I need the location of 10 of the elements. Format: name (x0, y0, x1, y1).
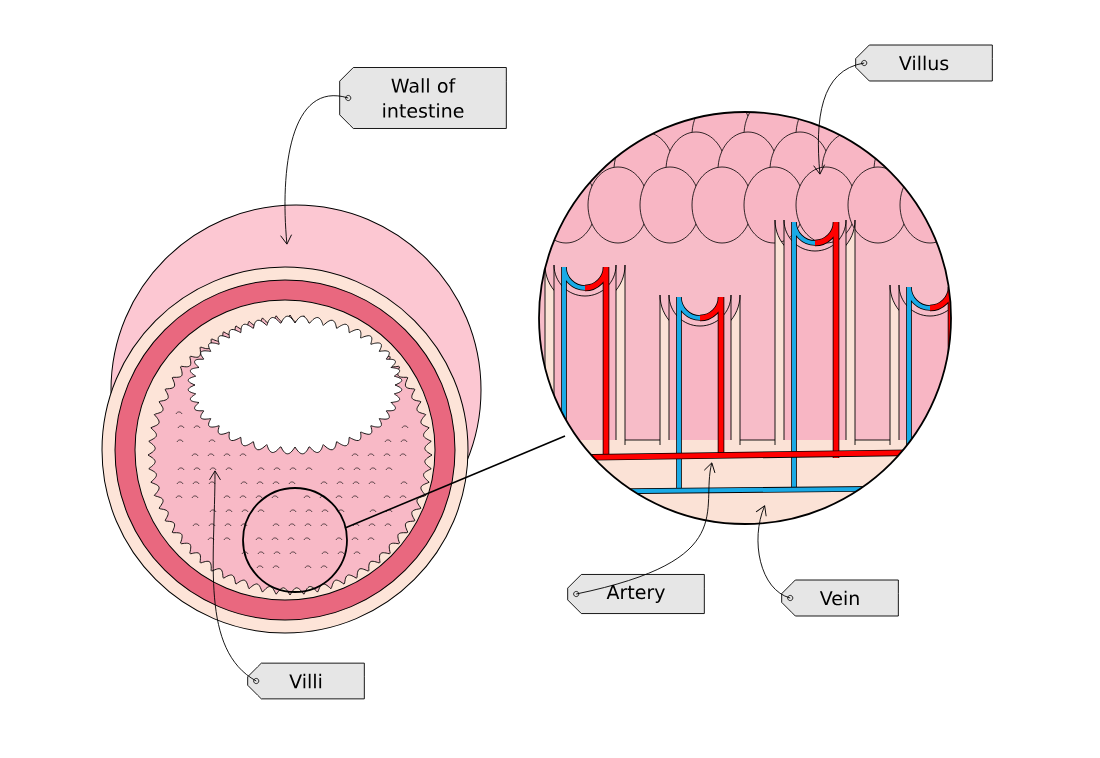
leader-line (813, 62, 865, 175)
leader-line (209, 470, 257, 682)
label-tag: Vein (781, 579, 899, 617)
leader-line (280, 95, 349, 245)
label-tag: Villus (855, 44, 993, 82)
leader-line (575, 462, 716, 595)
label-tag: Wall of intestine (339, 67, 507, 129)
leader-line (755, 505, 791, 599)
label-tag: Villi (247, 662, 365, 700)
label-tag: Artery (567, 574, 705, 614)
